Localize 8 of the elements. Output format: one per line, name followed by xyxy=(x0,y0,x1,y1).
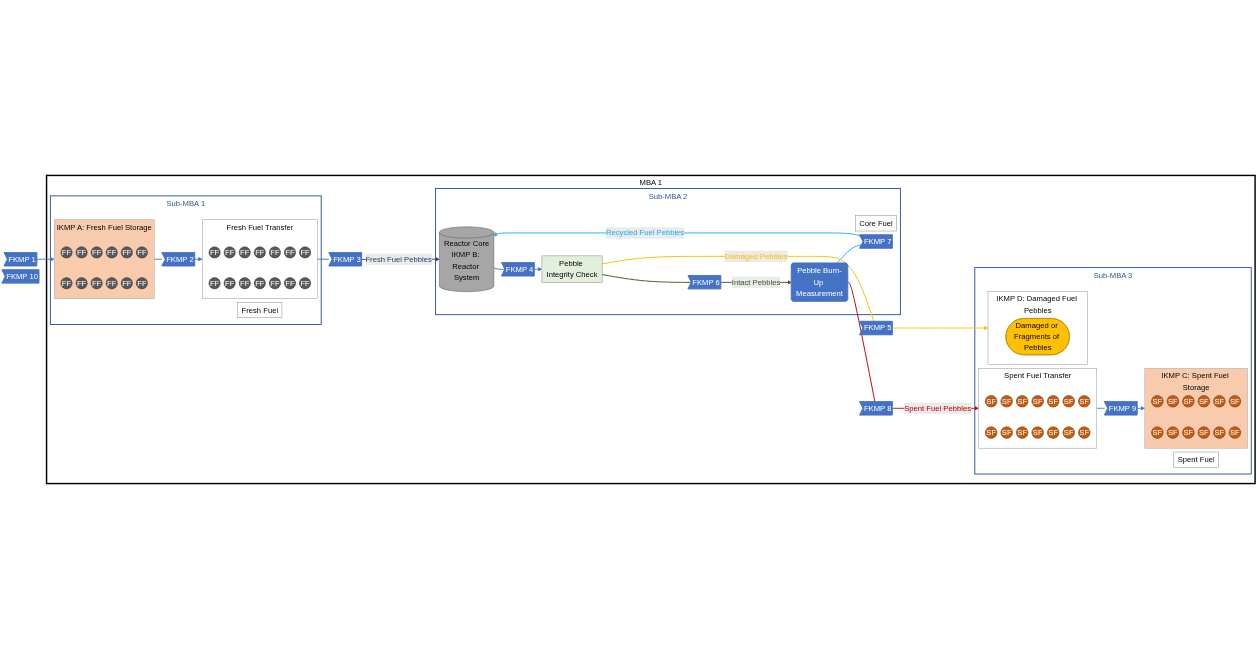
connector xyxy=(1096,407,1105,409)
connector xyxy=(847,281,876,403)
connector xyxy=(836,244,863,264)
connector xyxy=(601,255,875,323)
connector xyxy=(316,258,330,260)
connector xyxy=(493,267,506,270)
connector xyxy=(153,258,163,260)
connector xyxy=(601,274,693,283)
